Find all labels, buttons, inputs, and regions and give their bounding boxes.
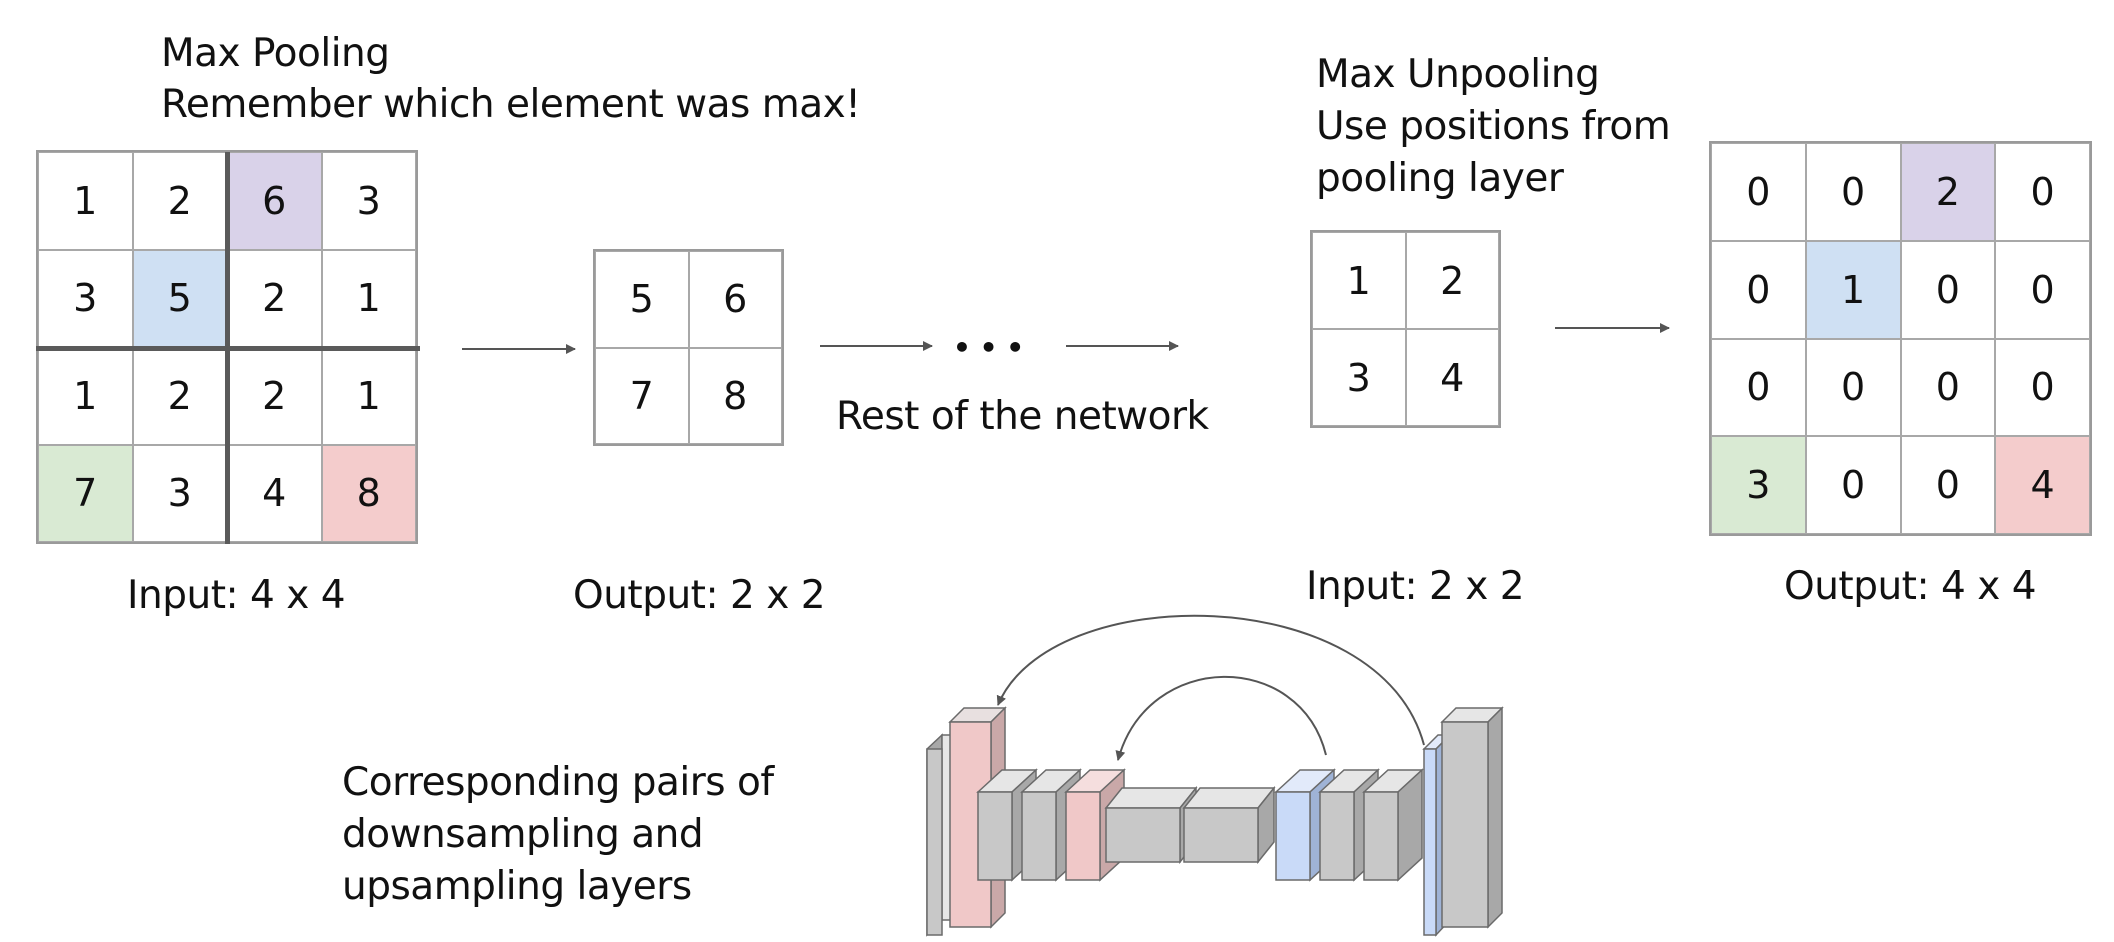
unpooling-title: Max Unpooling (1316, 52, 1600, 97)
pooling-output-cell: 7 (595, 347, 689, 444)
pooling-input-cell: 6 (227, 152, 322, 250)
pooling-input-label: Input: 4 x 4 (127, 573, 346, 618)
unpooling-output-cell: 0 (1805, 143, 1901, 241)
pooling-subtitle: Remember which element was max! (161, 82, 861, 127)
layer-block-10 (1362, 768, 1424, 882)
unpooling-line3: pooling layer (1316, 156, 1564, 201)
network-label: Rest of the network (836, 394, 1209, 439)
pooling-input-cell: 7 (38, 444, 133, 542)
architecture-caption-line1: Corresponding pairs of (342, 760, 774, 805)
unpooling-output-cell: 0 (1900, 338, 1996, 437)
unpooling-input-cell: 3 (1312, 329, 1406, 426)
pooling-input-cell: 3 (321, 152, 416, 250)
architecture-caption-line2: downsampling and (342, 812, 704, 857)
unpooling-line2: Use positions from (1316, 104, 1671, 149)
architecture-caption-line3: upsampling layers (342, 864, 692, 909)
pooling-output-cell: 5 (595, 251, 689, 348)
unpooling-input-cell: 1 (1312, 232, 1406, 329)
unpooling-output-cell: 4 (1995, 436, 2090, 534)
unpooling-input-cell: 2 (1405, 232, 1499, 329)
unpooling-output-cell: 0 (1995, 240, 2090, 339)
pooling-output-label: Output: 2 x 2 (573, 573, 826, 618)
unpooling-output-cell: 0 (1711, 143, 1806, 241)
pooling-divider-horizontal (36, 346, 420, 351)
unpooling-output-cell: 0 (1711, 338, 1806, 437)
unpooling-output-cell: 0 (1805, 338, 1901, 437)
layer-block-12 (1440, 706, 1504, 929)
unpooling-output-cell: 0 (1995, 338, 2090, 437)
encoder-decoder-architecture (926, 706, 1504, 937)
pooling-output-cell: 6 (688, 251, 782, 348)
unpooling-output-cell: 0 (1711, 240, 1806, 339)
network-ellipsis: • • • (953, 331, 1024, 364)
skip-connection-outer (996, 614, 1425, 746)
pooling-input-cell: 8 (321, 444, 416, 542)
pooling-input-cell: 5 (132, 249, 227, 347)
pooling-output-cell: 8 (688, 347, 782, 444)
unpooling-output-label: Output: 4 x 4 (1784, 564, 2037, 609)
unpooling-output-cell: 1 (1805, 240, 1901, 339)
pooling-input-cell: 1 (38, 152, 133, 250)
unpooling-output-cell: 3 (1711, 436, 1806, 534)
unpooling-output-cell: 0 (1900, 240, 1996, 339)
pooling-title: Max Pooling (161, 31, 390, 76)
skip-connection-inner (1115, 675, 1327, 761)
unpooling-output-cell: 0 (1900, 436, 1996, 534)
unpooling-input-label: Input: 2 x 2 (1306, 564, 1525, 609)
unpooling-output-cell: 0 (1805, 436, 1901, 534)
layer-block-7 (1182, 785, 1276, 865)
unpooling-input-cell: 4 (1405, 329, 1499, 426)
unpooling-output-cell: 0 (1995, 143, 2090, 241)
unpooling-output-cell: 2 (1900, 143, 1996, 241)
layer-block-6 (1104, 785, 1198, 865)
